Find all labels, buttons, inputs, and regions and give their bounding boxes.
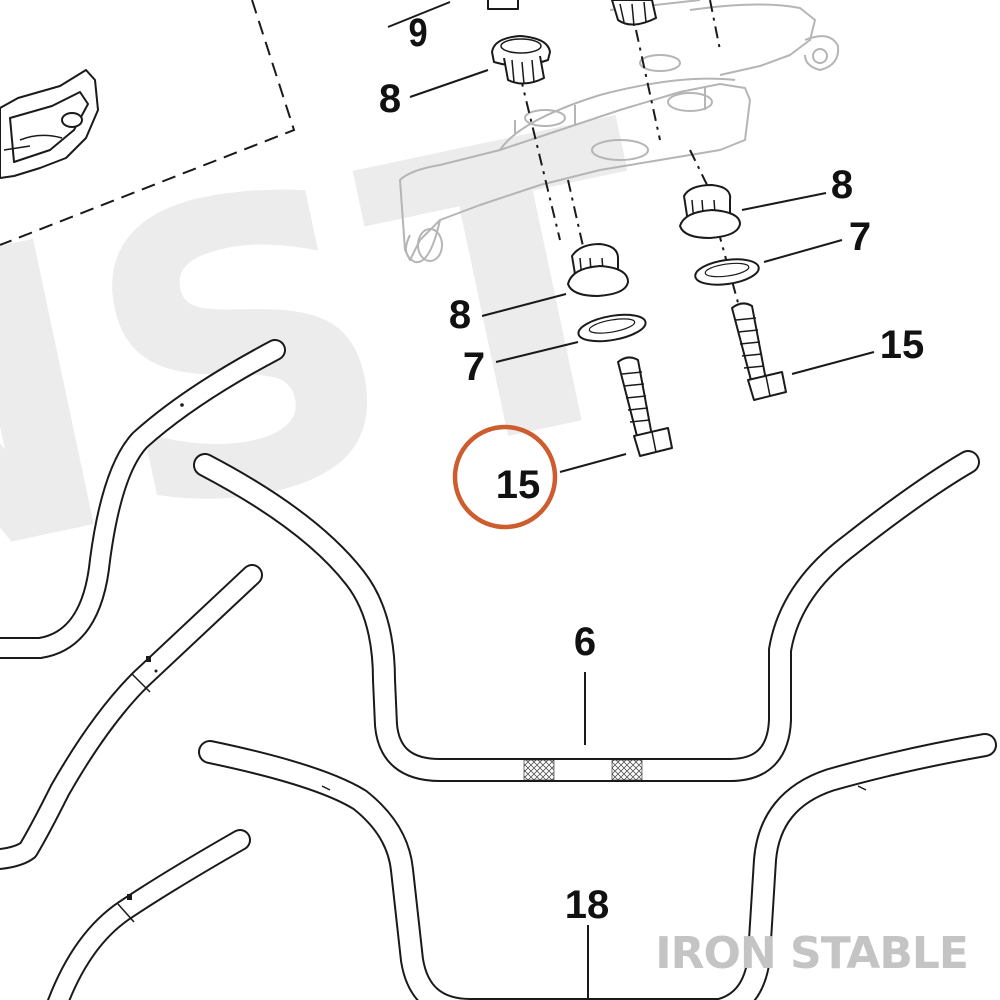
callout-8-right: 8: [831, 163, 853, 207]
bushing-top-right: [611, 0, 657, 27]
handlebar-6: [193, 450, 980, 782]
callout-15-right: 15: [880, 323, 925, 367]
callout-6: 6: [574, 620, 596, 664]
bushing-top-9: [487, 0, 519, 10]
highlight-ring: [452, 424, 558, 530]
callout-15-highlighted: 15: [496, 463, 541, 507]
handlebar-bg-1: [0, 339, 286, 659]
brand-watermark: IRON STABLE: [655, 928, 969, 979]
bushing-8-left: [567, 243, 629, 297]
bushing-8-upper: [491, 35, 551, 85]
brand-text: IRON STABLE: [655, 928, 968, 979]
washer-7-left: [577, 313, 647, 343]
callout-7-right: 7: [849, 215, 871, 259]
handlebar-bg-2: [0, 564, 263, 871]
highlight-circle: [452, 424, 558, 530]
callout-18: 18: [565, 883, 610, 927]
handlebar-18: [198, 733, 997, 1000]
bolt-15-right: [731, 302, 787, 401]
callout-8-top: 8: [379, 77, 401, 121]
dashed-boundary: [0, 0, 296, 246]
callout-8-left: 8: [449, 293, 471, 337]
callout-labels: 9 8 8 7 8 7 15 15 6 18: [379, 10, 924, 927]
leader-lines: [387, 1, 875, 1000]
callout-9: 9: [408, 10, 427, 55]
center-lines: [519, 0, 741, 311]
handlebar-bg-3: [47, 829, 251, 1000]
callout-7-left: 7: [463, 345, 485, 389]
bolt-15-left: [617, 356, 673, 457]
triple-tree-ghost: [399, 0, 840, 264]
washer-7-right: [694, 258, 760, 286]
switch-housing-part: [0, 69, 99, 179]
bushing-8-right: [679, 184, 741, 239]
